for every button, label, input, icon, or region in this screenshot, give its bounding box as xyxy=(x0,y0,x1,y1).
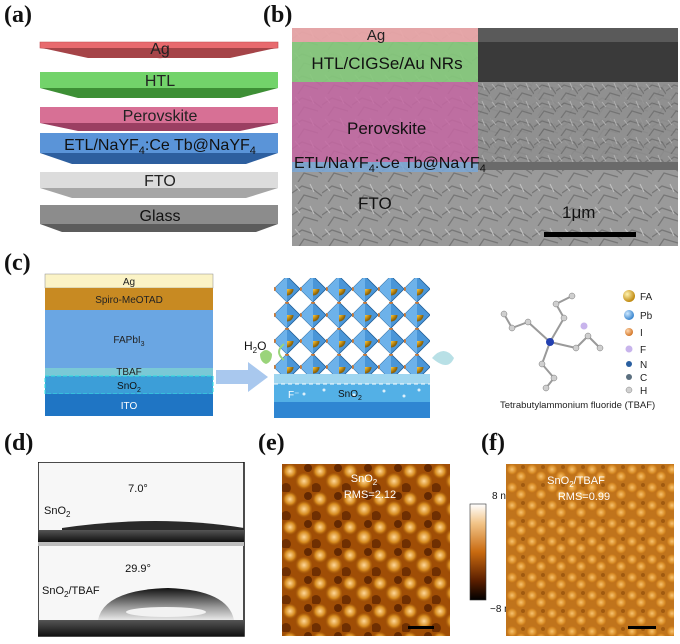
c-layer-spiro-label: Spiro-MeOTAD xyxy=(95,295,163,306)
water-shield-right xyxy=(432,351,454,365)
afm-image-sno2: SnO2 RMS=2.12 xyxy=(282,464,450,636)
layer-htl-label: HTL xyxy=(145,73,175,90)
droplet-sno2 xyxy=(62,521,244,532)
layer-fto-edge xyxy=(40,188,278,198)
crystal-sno2-label: SnO2 xyxy=(338,389,362,402)
substrate-sno2 xyxy=(38,530,244,542)
legend-h-label: H xyxy=(640,386,647,397)
sem-scale-bar xyxy=(544,232,636,237)
afm-tbaf-label: SnO2/TBAF xyxy=(547,475,605,489)
c-layer-fapbi-label: FAPbI3 xyxy=(113,335,144,348)
sem-ag-label: Ag xyxy=(367,28,385,44)
perovskite-crystal-structure: H2O F⁻ SnO2 xyxy=(244,278,454,418)
layer-htl-edge xyxy=(40,88,278,98)
layer-fto-label: FTO xyxy=(144,173,176,190)
fa-cation-lattice xyxy=(274,278,430,374)
legend-h-swatch xyxy=(625,386,633,394)
substrate-tbaf xyxy=(38,620,244,636)
c-layer-ito xyxy=(45,394,213,416)
sem-htl-overlay xyxy=(292,42,478,82)
sem-etl-label: ETL/NaYF4:Ce Tb@NaYF4 xyxy=(294,155,486,175)
layer-etl-label: ETL/NaYF4:Ce Tb@NaYF4 xyxy=(64,137,256,157)
layer-glass-label: Glass xyxy=(140,208,181,225)
angle-sno2-label: SnO2 xyxy=(44,505,71,519)
colorbar-max-label: 8 nm xyxy=(492,491,514,502)
legend-i-label: I xyxy=(640,328,643,339)
c-layer-ag-label: Ag xyxy=(123,277,135,288)
tbaf-molecule-model xyxy=(500,292,604,392)
sem-etl-overlay xyxy=(292,162,478,172)
sem-scale-label: 1μm xyxy=(562,203,595,222)
layer-ag-edge xyxy=(42,48,276,58)
legend-fa-label: FA xyxy=(640,292,653,303)
sem-htl-label: HTL/CIGSe/Au NRs xyxy=(311,54,462,73)
legend-c-label: C xyxy=(640,373,647,384)
afm-tbaf-scale-bar xyxy=(628,626,656,629)
legend-n-label: N xyxy=(640,360,647,371)
zoom-arrow-icon xyxy=(216,362,268,392)
panel-label-b: (b) xyxy=(263,2,293,28)
h2o-label: H2O xyxy=(244,339,266,355)
afm-colorbar: 8 nm −8 nm xyxy=(469,491,518,615)
angle-tbaf-label: SnO2/TBAF xyxy=(42,585,100,599)
sem-cross-section: Ag HTL/CIGSe/Au NRs Perovskite ETL/NaYF4… xyxy=(292,28,678,246)
panel-label-a: (a) xyxy=(4,2,32,28)
layer-perovskite xyxy=(40,107,278,123)
legend-pb-label: Pb xyxy=(640,311,653,322)
panel-label-d: (d) xyxy=(4,430,34,456)
device-schematic-c: Ag Spiro-MeOTAD FAPbI3 TBAF SnO2 ITO xyxy=(44,273,214,416)
sno2-substrate xyxy=(274,402,430,418)
c-layer-ito-label: ITO xyxy=(121,401,138,412)
device-stack-diagram: Ag HTL Perovskite ETL/NaYF4:Ce Tb@NaYF4 … xyxy=(39,41,279,232)
layer-htl xyxy=(40,72,278,88)
colorbar-gradient xyxy=(469,503,487,601)
legend-f-label: F xyxy=(640,345,646,356)
panel-label-e: (e) xyxy=(258,430,285,456)
layer-perovskite-label: Perovskite xyxy=(123,108,198,125)
legend-c-swatch xyxy=(626,374,632,380)
angle-tbaf-value: 29.9° xyxy=(125,563,151,575)
afm-sno2-label: SnO2 xyxy=(351,473,378,487)
layer-etl xyxy=(40,133,278,153)
layer-fto xyxy=(40,172,278,188)
water-droplet-left xyxy=(260,350,272,364)
legend-n-swatch xyxy=(626,361,632,367)
atom-legend: FA Pb I F N C H xyxy=(623,290,653,397)
legend-fa-swatch xyxy=(623,290,635,302)
afm-sno2-rms: RMS=2.12 xyxy=(344,489,396,501)
legend-i-swatch xyxy=(625,328,633,336)
layer-etl-edge xyxy=(40,153,278,164)
panel-label-f: (f) xyxy=(481,430,505,456)
layer-ag-label: Ag xyxy=(150,41,170,58)
sno2-substrate-top xyxy=(274,384,430,402)
afm-sno2-surface xyxy=(282,464,450,636)
tbaf-interface xyxy=(274,374,430,384)
layer-glass xyxy=(40,205,278,224)
angle-sno2-value: 7.0° xyxy=(128,483,148,495)
f-ion-label: F⁻ xyxy=(288,390,299,401)
sem-perovskite-label: Perovskite xyxy=(347,119,426,138)
c-layer-tbaf-label: TBAF xyxy=(116,367,142,378)
c-layer-spiro xyxy=(45,288,213,310)
nitrogen-atom xyxy=(546,338,554,346)
layer-glass-edge xyxy=(40,224,278,232)
layer-perovskite-edge xyxy=(40,123,278,131)
sem-perovskite-overlay xyxy=(292,82,478,162)
fluoride-ion xyxy=(580,322,588,330)
afm-tbaf-rms: RMS=0.99 xyxy=(558,491,610,503)
contact-angle-images: 7.0° SnO2 29.9° SnO2/TBAF xyxy=(38,462,245,637)
molecule-caption: Tetrabutylammonium fluoride (TBAF) xyxy=(500,400,656,411)
panel-label-c: (c) xyxy=(4,250,31,276)
legend-f-swatch xyxy=(625,345,633,353)
legend-pb-swatch xyxy=(624,310,634,320)
colorbar-min-label: −8 nm xyxy=(490,604,518,615)
sem-fto-label: FTO xyxy=(358,194,392,213)
c-layer-fapbi xyxy=(45,310,213,368)
afm-tbaf-surface xyxy=(506,464,674,636)
sem-ag-overlay xyxy=(292,28,478,42)
c-layer-sno2-label: SnO2 xyxy=(117,381,141,394)
c-layer-tbaf xyxy=(45,368,213,376)
afm-image-sno2-tbaf: SnO2/TBAF RMS=0.99 xyxy=(506,464,674,636)
afm-sno2-scale-bar xyxy=(408,626,434,629)
